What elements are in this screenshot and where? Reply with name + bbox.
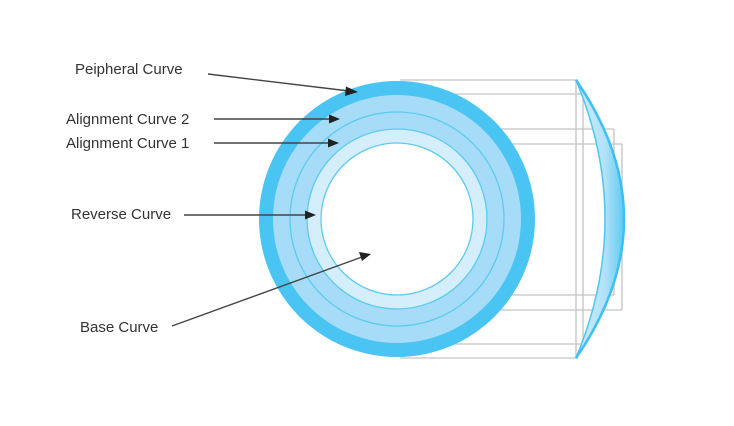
pointer-reverse	[184, 210, 316, 220]
pointer-peripheral	[207, 73, 358, 96]
label-alignment-curve-1: Alignment Curve 1	[66, 135, 189, 152]
lens-side-profile-edge	[574, 79, 626, 359]
reverse-curve-zone	[320, 142, 474, 296]
label-peripheral-curve: Peipheral Curve	[75, 61, 183, 78]
alignment-curve-ring-outline	[289, 111, 505, 327]
lens-front-view	[259, 81, 535, 357]
label-base-curve: Base Curve	[80, 319, 158, 336]
pointer-base	[171, 252, 371, 327]
label-alignment-curve-2: Alignment Curve 2	[66, 111, 189, 128]
label-reverse-curve: Reverse Curve	[71, 206, 171, 223]
pointer-alignment-2	[214, 114, 340, 124]
pointer-alignment-1	[214, 138, 339, 148]
